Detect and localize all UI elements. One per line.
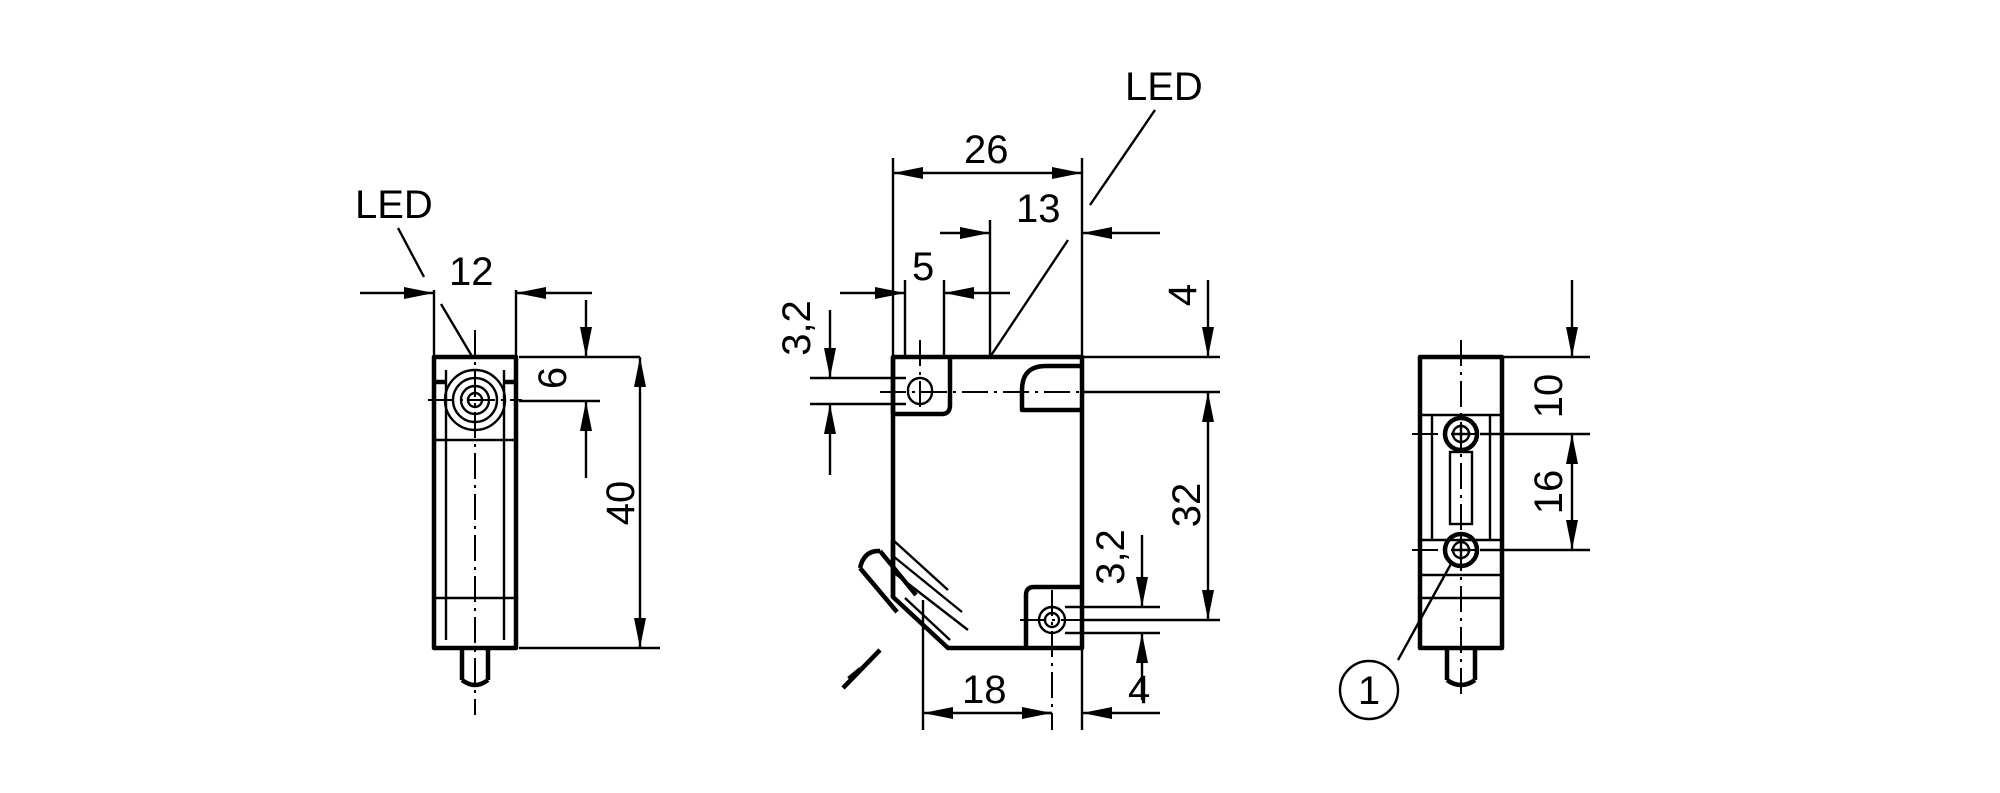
front-top-hole-tab: [890, 357, 953, 417]
front-spacing-dim: 32: [1165, 483, 1209, 528]
side-led-label: LED: [355, 183, 433, 227]
front-led-label: LED: [1125, 65, 1203, 109]
side-led-pointer: [439, 303, 475, 359]
side-view: LED 12 6 40: [355, 183, 660, 715]
front-top-offset-dim: 4: [1161, 284, 1205, 306]
front-hole-offset-dim: 5: [912, 245, 934, 289]
callout-leader: [1396, 561, 1454, 661]
callout-number: 1: [1358, 669, 1380, 713]
front-led-pointer: [989, 239, 1069, 358]
side-led-offset-dim: 6: [531, 367, 575, 389]
front-cable-lower: [841, 648, 882, 690]
front-cable: [847, 548, 918, 679]
front-bottom-hole-tab: [1023, 584, 1082, 648]
front-view: 26 13 LED 5 3,2 4 32 3: [775, 65, 1220, 730]
back-top-dim: 10: [1527, 374, 1571, 419]
front-bottom-offset-dim: 4: [1128, 668, 1150, 712]
back-spacing-dim: 16: [1527, 470, 1571, 515]
cable-stub: [459, 648, 491, 688]
front-hole-bottom-dim: 3,2: [1089, 529, 1133, 585]
front-bottom-width-dim: 18: [962, 668, 1007, 712]
front-cable-gland: [890, 539, 969, 641]
back-cable: [1444, 648, 1478, 688]
front-led-leader: [1089, 109, 1156, 206]
front-housing: [890, 354, 1085, 651]
callout-circle: [1338, 659, 1400, 721]
side-width-dim: 12: [449, 250, 494, 294]
front-width-dim: 26: [964, 128, 1009, 172]
front-led-offset-dim: 13: [1016, 187, 1061, 231]
front-hole-top-dim: 3,2: [775, 300, 819, 356]
side-housing: [431, 354, 519, 651]
back-view: 10 16 1: [1338, 280, 1590, 721]
front-led-window: [1019, 363, 1082, 413]
side-led-leader: [396, 227, 426, 278]
side-height-dim: 40: [599, 481, 643, 526]
